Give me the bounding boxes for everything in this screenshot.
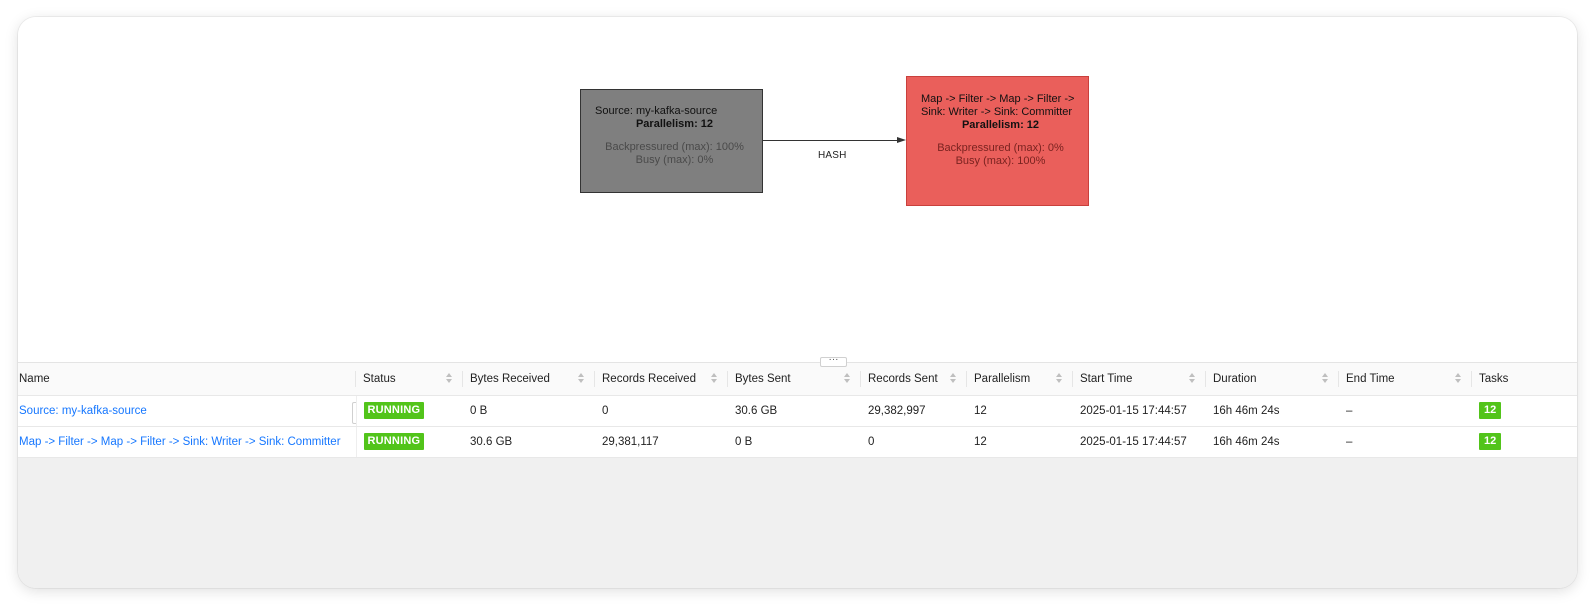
column-resize-handle[interactable]: ⋮ [351,401,355,424]
job-graph-canvas[interactable]: Source: my-kafka-source Parallelism: 12 … [18,17,1577,363]
cell-bytes-received: 0 B [463,395,595,427]
cell-duration: 16h 46m 24s [1206,426,1339,458]
tasks-badge[interactable]: 12 [1479,433,1502,450]
cell-records-received: 0 [595,395,728,427]
cell-status: RUNNING [356,426,463,458]
node-parallelism: Parallelism: 12 [961,119,1040,131]
panel-resize-handle[interactable]: ··· [820,355,847,367]
table-row[interactable]: Source: my-kafka-source ⋮ RUNNING 0 B 0 … [18,395,1577,427]
status-badge: RUNNING [363,402,425,419]
sort-icon[interactable] [710,373,718,385]
cell-end-time: – [1339,395,1472,427]
cell-parallelism: 12 [967,426,1073,458]
column-header-duration[interactable]: Duration [1206,363,1339,396]
table-header-row: Name Status Bytes Received Records Recei… [18,363,1577,396]
arrow-right-icon [897,137,906,143]
graph-node-source[interactable]: Source: my-kafka-source Parallelism: 12 … [580,89,763,193]
vertex-table: Name Status Bytes Received Records Recei… [18,363,1577,458]
cell-bytes-received: 30.6 GB [463,426,595,458]
cell-name[interactable]: Map -> Filter -> Map -> Filter -> Sink: … [18,426,357,458]
sort-icon[interactable] [445,373,453,385]
sort-icon[interactable] [577,373,585,385]
cell-bytes-sent: 0 B [728,426,861,458]
column-header-tasks[interactable]: Tasks [1472,363,1577,396]
node-busy: Busy (max): 0% [635,154,714,166]
column-header-start-time[interactable]: Start Time [1073,363,1206,396]
column-header-parallelism[interactable]: Parallelism [967,363,1073,396]
table-row[interactable]: Map -> Filter -> Map -> Filter -> Sink: … [18,426,1577,458]
sort-icon[interactable] [843,373,851,385]
vertex-table-panel: Name Status Bytes Received Records Recei… [18,362,1577,588]
cell-parallelism: 12 [967,395,1073,427]
cell-duration: 16h 46m 24s [1206,395,1339,427]
sort-icon[interactable] [1454,373,1462,385]
graph-edge-line [763,140,899,141]
cell-start-time: 2025-01-15 17:44:57 [1073,395,1206,427]
node-name: Source: my-kafka-source [595,105,718,117]
cell-name[interactable]: Source: my-kafka-source ⋮ [18,395,357,427]
vertex-name-link[interactable]: Map -> Filter -> Map -> Filter -> Sink: … [19,435,341,448]
cell-tasks: 12 [1472,426,1577,458]
node-busy: Busy (max): 100% [955,155,1046,167]
node-name: Map -> Filter -> Map -> Filter -> Sink: … [921,93,1075,118]
node-backpressured: Backpressured (max): 0% [937,142,1064,154]
sort-icon[interactable] [1321,373,1329,385]
vertex-name-link[interactable]: Source: my-kafka-source [19,404,147,417]
cell-records-sent: 29,382,997 [861,395,967,427]
cell-records-received: 29,381,117 [595,426,728,458]
cell-start-time: 2025-01-15 17:44:57 [1073,426,1206,458]
cell-tasks: 12 [1472,395,1577,427]
graph-node-sink[interactable]: Map -> Filter -> Map -> Filter -> Sink: … [906,76,1089,206]
column-header-bytes-received[interactable]: Bytes Received [463,363,595,396]
job-detail-window: Source: my-kafka-source Parallelism: 12 … [18,17,1577,588]
node-backpressured: Backpressured (max): 100% [605,141,744,153]
sort-icon[interactable] [949,373,957,385]
column-header-records-received[interactable]: Records Received [595,363,728,396]
sort-icon[interactable] [1055,373,1063,385]
cell-bytes-sent: 30.6 GB [728,395,861,427]
tasks-badge[interactable]: 12 [1479,402,1502,419]
column-header-bytes-sent[interactable]: Bytes Sent [728,363,861,396]
cell-status: RUNNING [356,395,463,427]
column-header-records-sent[interactable]: Records Sent [861,363,967,396]
column-header-status[interactable]: Status [356,363,463,396]
column-header-name[interactable]: Name [18,363,356,396]
column-header-end-time[interactable]: End Time [1339,363,1472,396]
status-badge: RUNNING [363,433,425,450]
graph-edge-label: HASH [818,150,847,161]
cell-end-time: – [1339,426,1472,458]
sort-icon[interactable] [1188,373,1196,385]
node-parallelism: Parallelism: 12 [635,118,714,130]
cell-records-sent: 0 [861,426,967,458]
